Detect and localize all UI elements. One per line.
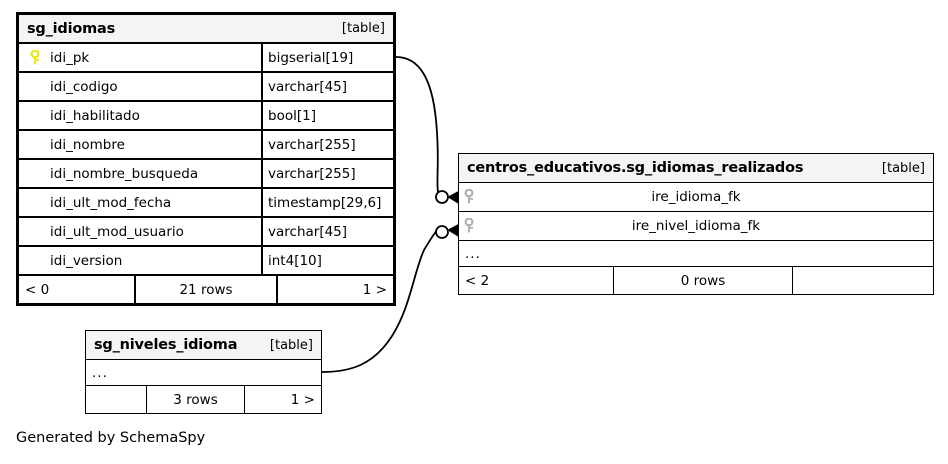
- prev-page-button[interactable]: < 2: [459, 267, 614, 294]
- next-page-button[interactable]: [793, 267, 933, 294]
- table-sg-idiomas-realizados[interactable]: centros_educativos.sg_idiomas_realizados…: [458, 153, 934, 295]
- next-page-button[interactable]: 1 >: [362, 281, 387, 298]
- table-row[interactable]: idi_ult_mod_usuario varchar[45]: [19, 218, 393, 247]
- foreign-key-icon: [459, 212, 479, 240]
- more-columns-ellipsis: ...: [86, 360, 321, 386]
- table-title: sg_idiomas: [27, 20, 116, 37]
- table-row[interactable]: idi_version int4[10]: [19, 247, 393, 276]
- table-footer-sg-niveles-idioma: 3 rows 1 >: [86, 386, 321, 413]
- column-name-cell: idi_nombre_busqueda: [19, 160, 263, 187]
- table-row[interactable]: idi_habilitado bool[1]: [19, 102, 393, 131]
- column-name: idi_pk: [50, 49, 90, 66]
- column-type: varchar[45]: [268, 78, 348, 95]
- column-name: idi_nombre: [50, 136, 125, 153]
- column-name: ire_nivel_idioma_fk: [631, 218, 761, 234]
- no-key-spacer: [25, 189, 45, 216]
- no-key-spacer: [25, 73, 45, 100]
- table-type-tag: [table]: [341, 21, 385, 36]
- prev-page-button[interactable]: < 0: [19, 276, 136, 303]
- no-key-spacer: [25, 247, 45, 274]
- table-type-tag: [table]: [881, 160, 925, 176]
- column-name: idi_ult_mod_usuario: [50, 223, 184, 240]
- table-row[interactable]: idi_ult_mod_fecha timestamp[29,6]: [19, 189, 393, 218]
- table-row[interactable]: ire_idioma_fk: [459, 183, 933, 212]
- no-key-spacer: [25, 131, 45, 158]
- column-type: varchar[255]: [268, 165, 356, 182]
- no-key-spacer: [25, 218, 45, 245]
- table-footer-sg-idiomas-realizados: < 2 0 rows: [459, 267, 933, 294]
- column-name: idi_habilitado: [50, 107, 140, 124]
- foreign-key-icon: [459, 183, 479, 211]
- column-type: bool[1]: [268, 107, 316, 124]
- prev-page-button[interactable]: [86, 386, 147, 413]
- no-key-spacer: [25, 102, 45, 129]
- next-page-button[interactable]: 1 >: [290, 391, 315, 408]
- table-sg-niveles-idioma[interactable]: sg_niveles_idioma [table] ... 3 rows 1 >: [85, 330, 322, 414]
- column-name: idi_version: [50, 252, 123, 269]
- edge-idi-pk-to-ire-idioma-fk: [395, 56, 439, 193]
- table-header-sg-idiomas-realizados: centros_educativos.sg_idiomas_realizados…: [459, 154, 933, 183]
- column-name-cell: idi_version: [19, 247, 263, 274]
- column-name-cell: idi_ult_mod_usuario: [19, 218, 263, 245]
- table-footer-sg-idiomas: < 0 21 rows 1 >: [19, 276, 393, 303]
- table-sg-idiomas[interactable]: sg_idiomas [table] idi_pk bigserial[19] …: [16, 12, 396, 306]
- column-name-cell: idi_pk: [19, 44, 263, 71]
- column-name: idi_nombre_busqueda: [50, 165, 199, 182]
- table-row[interactable]: idi_pk bigserial[19]: [19, 44, 393, 73]
- column-type: int4[10]: [268, 252, 322, 269]
- edge-endpoint-circle-2: [435, 225, 449, 239]
- no-key-spacer: [25, 160, 45, 187]
- column-name: ire_idioma_fk: [651, 189, 741, 205]
- column-type: bigserial[19]: [268, 49, 354, 66]
- table-row[interactable]: idi_nombre varchar[255]: [19, 131, 393, 160]
- column-type: varchar[255]: [268, 136, 356, 153]
- table-row[interactable]: idi_codigo varchar[45]: [19, 73, 393, 102]
- primary-key-icon: [25, 44, 45, 71]
- table-title: sg_niveles_idioma: [94, 337, 238, 353]
- row-count: 3 rows: [147, 386, 245, 413]
- column-name: idi_ult_mod_fecha: [50, 194, 172, 211]
- table-title: centros_educativos.sg_idiomas_realizados: [467, 160, 804, 176]
- column-name-cell: idi_codigo: [19, 73, 263, 100]
- table-header-sg-niveles-idioma: sg_niveles_idioma [table]: [86, 331, 321, 360]
- more-columns-ellipsis: ...: [459, 241, 933, 267]
- column-name-cell: idi_nombre: [19, 131, 263, 158]
- row-count: 21 rows: [136, 276, 278, 303]
- generator-caption: Generated by SchemaSpy: [16, 430, 206, 446]
- table-row[interactable]: ire_nivel_idioma_fk: [459, 212, 933, 241]
- column-name-cell: idi_habilitado: [19, 102, 263, 129]
- column-type: varchar[45]: [268, 223, 348, 240]
- edge-endpoint-circle-1: [435, 190, 449, 204]
- table-type-tag: [table]: [269, 337, 313, 353]
- table-row[interactable]: idi_nombre_busqueda varchar[255]: [19, 160, 393, 189]
- column-type: timestamp[29,6]: [268, 194, 382, 211]
- column-name-cell: idi_ult_mod_fecha: [19, 189, 263, 216]
- column-name: idi_codigo: [50, 78, 118, 95]
- row-count: 0 rows: [614, 267, 793, 294]
- table-header-sg-idiomas: sg_idiomas [table]: [19, 15, 393, 44]
